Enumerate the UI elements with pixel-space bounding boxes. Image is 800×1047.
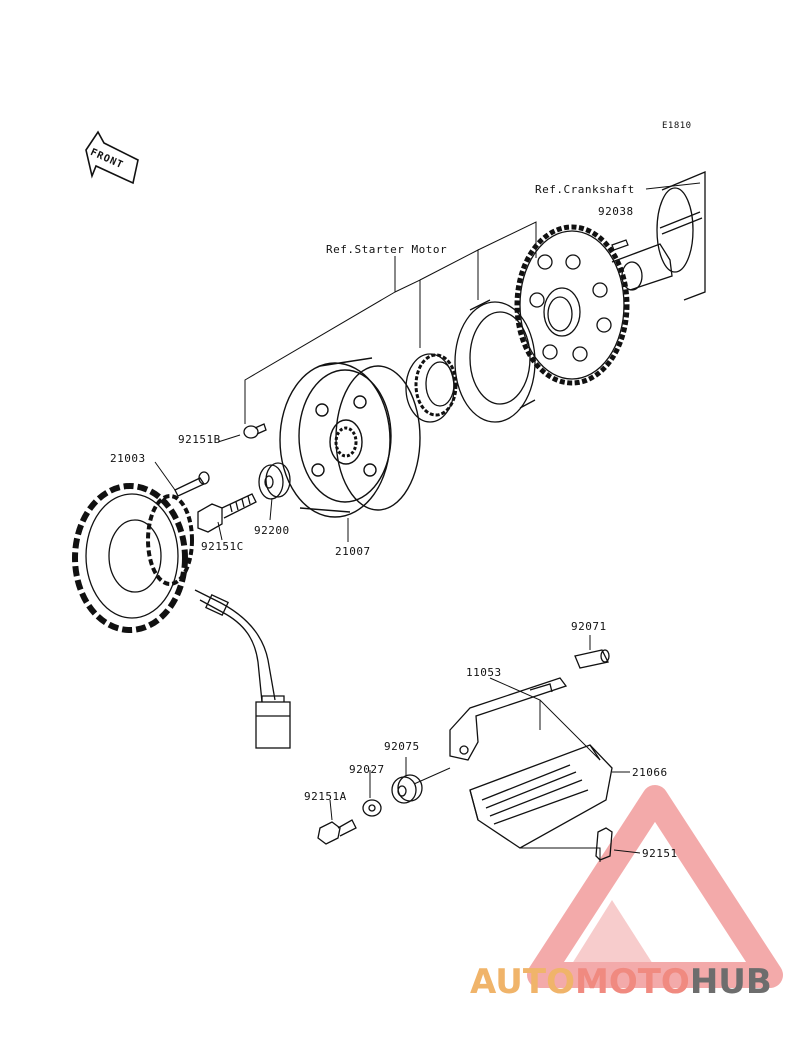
bolt-92151 bbox=[595, 827, 613, 861]
label-92200: 92200 bbox=[254, 524, 290, 537]
screw-stator bbox=[174, 471, 210, 497]
cap-92071 bbox=[574, 649, 610, 669]
starter-clutch-gear bbox=[514, 224, 630, 386]
screw-92151B bbox=[243, 423, 267, 439]
label-21066: 21066 bbox=[632, 766, 668, 779]
label-21007: 21007 bbox=[335, 545, 371, 558]
label-92151B: 92151B bbox=[178, 433, 221, 446]
watermark-triangle bbox=[527, 785, 783, 988]
regulator-bracket-11053 bbox=[449, 677, 568, 761]
label-92151C: 92151C bbox=[201, 540, 244, 553]
label-21003: 21003 bbox=[110, 452, 146, 465]
label-92071: 92071 bbox=[571, 620, 607, 633]
regulator-21066 bbox=[469, 744, 613, 849]
collar-92027 bbox=[362, 799, 382, 817]
label-92027: 92027 bbox=[349, 763, 385, 776]
bolt-92151A bbox=[317, 819, 357, 845]
label-ref-starter-motor: Ref.Starter Motor bbox=[326, 243, 448, 256]
washer-92200 bbox=[258, 462, 291, 500]
stator-21003 bbox=[72, 483, 291, 749]
roller-bearing bbox=[405, 353, 458, 423]
starter-clutch-ring bbox=[454, 299, 536, 423]
label-92075: 92075 bbox=[384, 740, 420, 753]
watermark-hub: HUB bbox=[689, 962, 772, 1002]
key-92038 bbox=[611, 239, 629, 251]
label-11053: 11053 bbox=[466, 666, 502, 679]
watermark-auto: AUTO bbox=[470, 962, 575, 1002]
label-92038: 92038 bbox=[598, 205, 634, 218]
front-arrow-icon bbox=[85, 130, 139, 185]
label-92151A: 92151A bbox=[304, 790, 347, 803]
leader-lines bbox=[154, 182, 701, 862]
bolt-92151C bbox=[197, 493, 257, 533]
label-ref-crankshaft: Ref.Crankshaft bbox=[535, 183, 635, 196]
rotor-21007 bbox=[279, 357, 421, 518]
watermark-logo: AUTOMOTOHUB bbox=[470, 962, 772, 1002]
grommet-92075 bbox=[391, 774, 423, 804]
label-92151: 92151 bbox=[642, 847, 678, 860]
diagram-code: E1810 bbox=[662, 121, 692, 131]
watermark-moto: MOTO bbox=[574, 962, 690, 1002]
